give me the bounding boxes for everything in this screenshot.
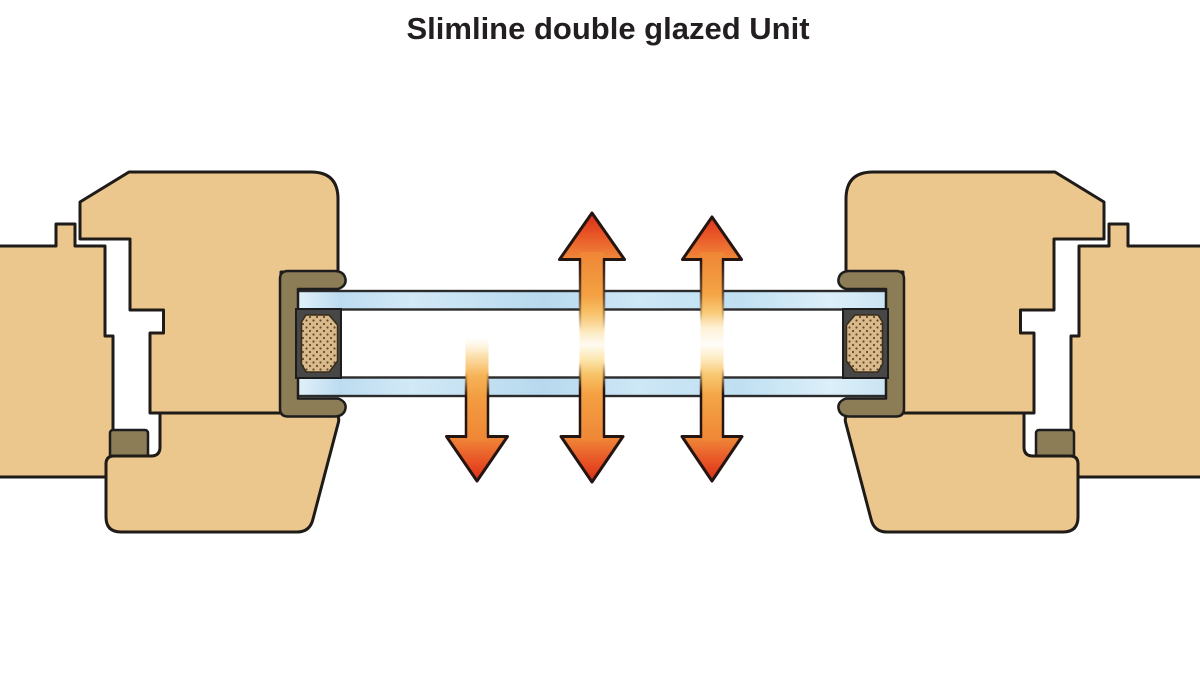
heat-flow-column-left bbox=[465, 338, 489, 441]
shaft-outline bbox=[578, 257, 606, 332]
shaft-outline bbox=[464, 370, 490, 439]
heat-flow-column-center bbox=[579, 252, 605, 441]
shaft-outline bbox=[699, 366, 725, 439]
page-title: Slimline double glazed Unit bbox=[406, 11, 809, 46]
heat-flow-column-right bbox=[700, 252, 724, 441]
heat-transfer-arrows bbox=[445, 211, 744, 484]
shaft-outline bbox=[699, 257, 725, 324]
shaft-outline bbox=[578, 360, 606, 439]
